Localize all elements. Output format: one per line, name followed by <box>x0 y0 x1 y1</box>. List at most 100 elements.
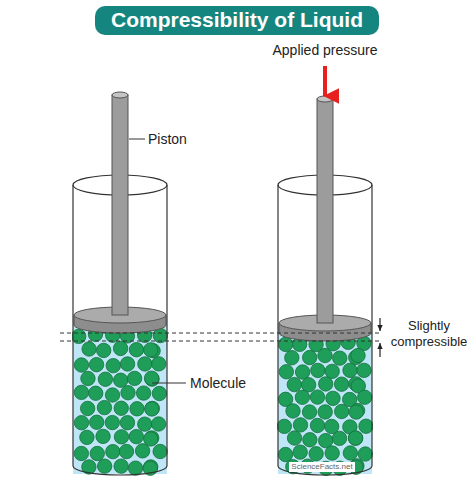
molecule <box>325 446 339 460</box>
molecule <box>113 373 127 387</box>
molecule <box>293 445 307 459</box>
left-cylinder <box>72 92 168 475</box>
molecule <box>74 358 88 372</box>
molecule <box>89 386 103 400</box>
level-line <box>60 341 382 342</box>
molecule <box>279 365 293 379</box>
molecule <box>74 416 88 430</box>
molecule <box>151 417 165 431</box>
molecule <box>310 418 324 432</box>
title-banner: Compressibility of Liquid <box>95 6 379 35</box>
molecule <box>358 390 372 404</box>
molecule <box>332 431 346 445</box>
molecule <box>138 357 152 371</box>
molecule <box>135 444 149 458</box>
part-label: Applied pressure <box>272 42 377 59</box>
molecule <box>303 433 317 447</box>
molecule <box>293 418 307 432</box>
molecule <box>105 415 119 429</box>
molecule <box>97 459 111 473</box>
dimension-arrow <box>379 318 380 331</box>
molecule <box>349 405 363 419</box>
molecule <box>318 348 332 362</box>
molecule <box>318 405 332 419</box>
molecule <box>334 404 348 418</box>
molecule <box>277 419 291 433</box>
molecule <box>152 357 166 371</box>
molecule <box>96 429 110 443</box>
molecule <box>351 348 365 362</box>
part-label: Slightly compressible <box>386 318 472 349</box>
molecule <box>90 446 104 460</box>
molecule <box>286 404 300 418</box>
piston-rod <box>112 95 128 315</box>
molecule <box>121 386 135 400</box>
molecule <box>130 402 144 416</box>
molecule <box>82 342 96 356</box>
piston-rod <box>112 92 128 98</box>
liquid <box>278 323 372 474</box>
liquid <box>73 315 167 474</box>
pressure-arrow <box>323 66 327 96</box>
molecule <box>144 343 158 357</box>
cylinder-wall <box>371 185 372 466</box>
molecule <box>348 431 362 445</box>
leader-line <box>152 383 186 384</box>
molecule <box>309 447 323 461</box>
molecule <box>145 372 159 386</box>
molecule <box>98 372 112 386</box>
molecule <box>310 390 324 404</box>
molecule <box>278 337 292 351</box>
right-cylinder <box>277 96 373 476</box>
molecule <box>106 358 120 372</box>
molecule <box>145 402 159 416</box>
molecule <box>97 400 111 414</box>
molecule <box>114 459 128 473</box>
level-line <box>60 333 382 334</box>
molecule <box>326 391 340 405</box>
leader-line <box>129 139 145 140</box>
piston-rod <box>317 96 333 102</box>
molecule <box>119 444 133 458</box>
molecule <box>138 417 152 431</box>
cylinder-base <box>73 466 167 475</box>
molecule <box>302 350 316 364</box>
molecule <box>334 377 348 391</box>
cylinder-wall <box>72 185 73 466</box>
molecule <box>319 377 333 391</box>
molecule <box>357 363 371 377</box>
piston-rod <box>317 99 333 323</box>
molecule <box>90 415 104 429</box>
molecule <box>302 405 316 419</box>
molecule <box>295 390 309 404</box>
molecule <box>295 365 309 379</box>
title: Compressibility of Liquid <box>111 8 363 31</box>
watermark: ScienceFacts.net <box>289 462 354 472</box>
part-label: Molecule <box>190 375 246 392</box>
molecule <box>311 363 325 377</box>
molecule <box>120 357 134 371</box>
molecule <box>136 386 150 400</box>
molecule <box>120 416 134 430</box>
dimension-arrow <box>379 343 380 357</box>
molecule <box>81 371 95 385</box>
molecule <box>333 351 347 365</box>
molecule <box>113 341 127 355</box>
molecule <box>129 429 143 443</box>
molecule <box>343 446 357 460</box>
part-label: Piston <box>148 131 187 148</box>
molecule <box>359 419 373 433</box>
molecule <box>74 385 88 399</box>
molecule <box>114 430 128 444</box>
molecule <box>127 371 141 385</box>
molecule <box>343 363 357 377</box>
molecule <box>74 446 88 460</box>
cylinder-wall <box>166 185 167 466</box>
molecule <box>285 351 299 365</box>
molecule <box>80 401 94 415</box>
molecule <box>145 431 159 445</box>
molecule <box>97 343 111 357</box>
molecule <box>80 430 94 444</box>
molecule <box>153 444 167 458</box>
molecule <box>89 357 103 371</box>
